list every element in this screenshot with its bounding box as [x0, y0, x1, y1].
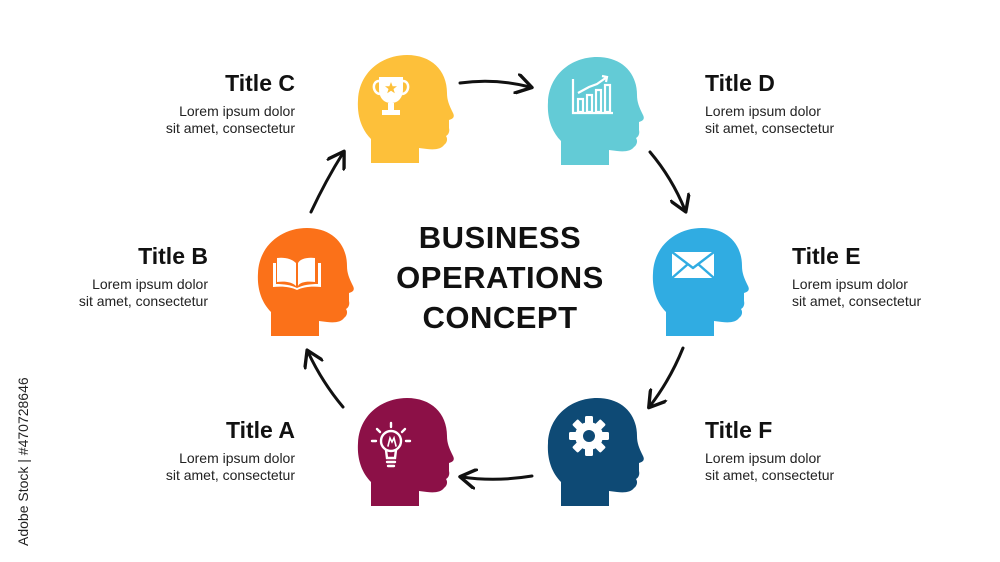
step-a-line1: Lorem ipsum dolor	[179, 450, 295, 466]
step-a-title: Title A	[225, 417, 295, 443]
bar-chart-icon	[571, 74, 613, 115]
step-e-line2: sit amet, consectetur	[792, 293, 922, 309]
head-c	[355, 53, 455, 163]
stock-watermark-text: Adobe Stock | #470728646	[15, 377, 31, 546]
step-f-line2: sit amet, consectetur	[705, 467, 835, 483]
head-f	[545, 396, 645, 506]
head-b-silhouette	[257, 228, 354, 336]
step-c-line1: Lorem ipsum dolor	[179, 103, 295, 119]
step-e-line1: Lorem ipsum dolor	[792, 276, 908, 292]
arrow-a-to-b	[308, 352, 345, 409]
center-title-line1: BUSINESS	[418, 220, 582, 255]
step-c-label: Title C Lorem ipsum dolor sit amet, cons…	[105, 69, 295, 137]
step-a-line2: sit amet, consectetur	[165, 467, 295, 483]
head-f-silhouette	[547, 398, 644, 506]
step-f-description: Lorem ipsum dolor sit amet, consectetur	[705, 450, 895, 484]
step-c-title: Title C	[225, 70, 295, 96]
gear-icon	[569, 416, 609, 456]
step-a-label: Title A Lorem ipsum dolor sit amet, cons…	[105, 416, 295, 484]
book-icon	[273, 257, 321, 290]
head-c-silhouette	[357, 55, 454, 163]
step-b-line1: Lorem ipsum dolor	[92, 276, 208, 292]
step-d-line1: Lorem ipsum dolor	[705, 103, 821, 119]
step-b-label: Title B Lorem ipsum dolor sit amet, cons…	[18, 242, 208, 310]
arrow-f-to-a	[462, 476, 534, 479]
head-d	[545, 55, 645, 165]
center-title: BUSINESS OPERATIONS CONCEPT	[370, 218, 630, 338]
step-e-description: Lorem ipsum dolor sit amet, consectetur	[792, 276, 982, 310]
center-title-line2: OPERATIONS	[396, 260, 604, 295]
step-d-title: Title D	[705, 70, 775, 96]
head-e	[650, 226, 750, 336]
step-f-line1: Lorem ipsum dolor	[705, 450, 821, 466]
trophy-icon	[372, 77, 410, 115]
step-f-label: Title F Lorem ipsum dolor sit amet, cons…	[705, 416, 895, 484]
arrow-e-to-f	[650, 346, 685, 406]
head-a	[355, 396, 455, 506]
step-d-label: Title D Lorem ipsum dolor sit amet, cons…	[705, 69, 895, 137]
stock-watermark: Adobe Stock | #470728646	[10, 320, 36, 550]
step-d-line2: sit amet, consectetur	[705, 120, 835, 136]
step-f-title: Title F	[705, 417, 773, 443]
step-a-description: Lorem ipsum dolor sit amet, consectetur	[105, 450, 295, 484]
step-e-label: Title E Lorem ipsum dolor sit amet, cons…	[792, 242, 982, 310]
step-e-title: Title E	[792, 243, 861, 269]
lightbulb-icon	[370, 421, 412, 468]
step-b-line2: sit amet, consectetur	[78, 293, 208, 309]
arrow-b-to-c	[309, 153, 343, 214]
head-b	[255, 226, 355, 336]
arrow-c-to-d	[458, 81, 530, 87]
step-d-description: Lorem ipsum dolor sit amet, consectetur	[705, 103, 895, 137]
head-a-silhouette	[357, 398, 454, 506]
step-c-line2: sit amet, consectetur	[165, 120, 295, 136]
center-title-line3: CONCEPT	[422, 300, 578, 335]
head-e-silhouette	[652, 228, 749, 336]
step-c-description: Lorem ipsum dolor sit amet, consectetur	[105, 103, 295, 137]
step-b-description: Lorem ipsum dolor sit amet, consectetur	[18, 276, 208, 310]
envelope-icon	[671, 251, 715, 279]
step-b-title: Title B	[138, 243, 208, 269]
arrow-d-to-e	[648, 150, 685, 210]
